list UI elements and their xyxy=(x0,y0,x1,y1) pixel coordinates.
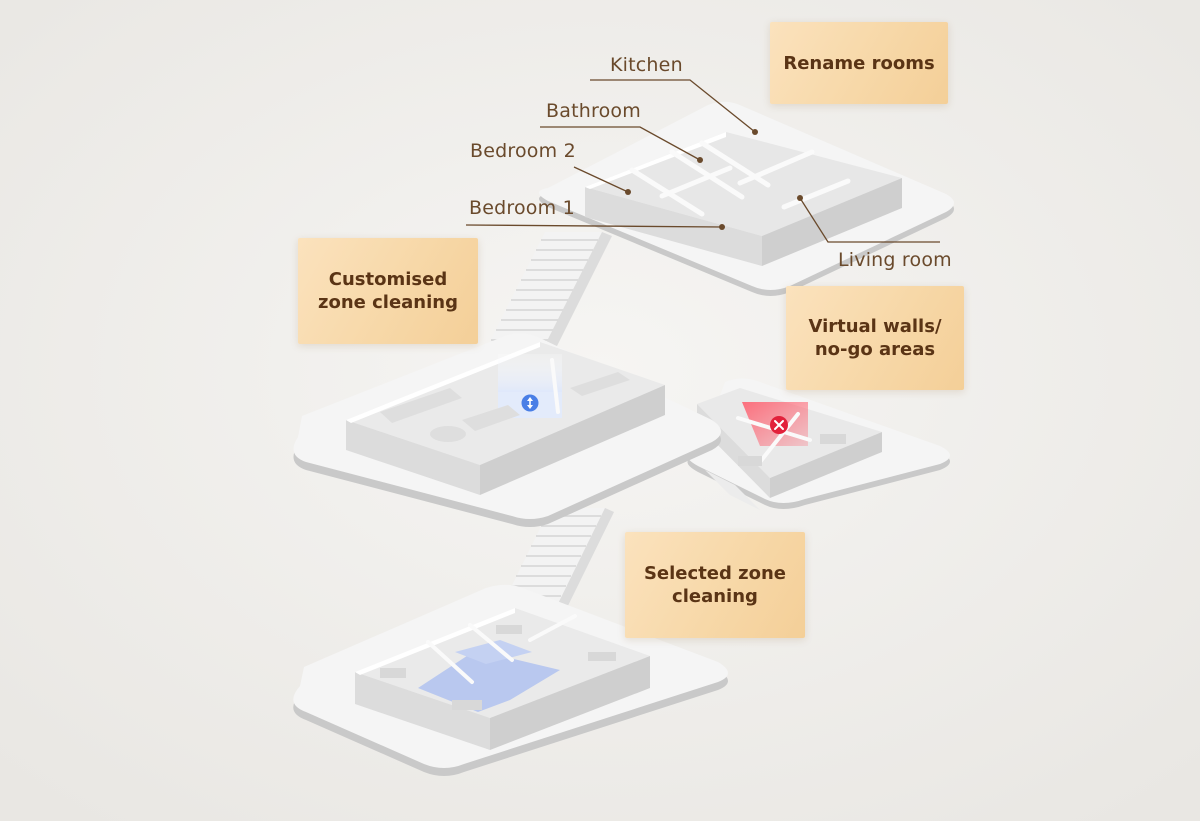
card-rename-rooms: Rename rooms xyxy=(770,22,948,104)
label-kitchen: Kitchen xyxy=(610,54,683,76)
leader-lines xyxy=(465,79,940,243)
label-bedroom-1: Bedroom 1 xyxy=(469,197,575,219)
resize-arrows-icon xyxy=(521,394,539,412)
stairs-upper xyxy=(488,232,612,350)
card-selected-zone-line2: cleaning xyxy=(672,586,758,607)
leader-living-room xyxy=(799,197,940,243)
card-customised-zone: Customised zone cleaning xyxy=(298,238,478,344)
card-virtual-walls: Virtual walls/ no-go areas xyxy=(786,286,964,390)
card-virtual-walls-line1: Virtual walls/ xyxy=(808,316,942,337)
card-customised-zone-line2: zone cleaning xyxy=(317,292,458,313)
card-virtual-walls-line2: no-go areas xyxy=(814,339,936,360)
leader-bedroom-2 xyxy=(573,166,629,193)
leader-bedroom-1 xyxy=(465,224,723,228)
leader-bathroom xyxy=(540,126,701,161)
floor-top xyxy=(539,101,954,296)
close-x-icon xyxy=(770,416,788,434)
label-bathroom: Bathroom xyxy=(546,100,641,122)
card-selected-zone: Selected zone cleaning xyxy=(625,532,805,638)
floor-middle-left xyxy=(293,333,721,527)
label-living-room: Living room xyxy=(838,249,952,271)
label-bedroom-2: Bedroom 2 xyxy=(470,140,576,162)
floor-bottom xyxy=(293,584,728,776)
card-selected-zone-line1: Selected zone xyxy=(643,563,787,584)
card-customised-zone-line1: Customised xyxy=(328,269,448,290)
leader-kitchen xyxy=(590,79,756,133)
card-rename-rooms-text: Rename rooms xyxy=(783,52,935,74)
leader-dots xyxy=(625,129,803,230)
